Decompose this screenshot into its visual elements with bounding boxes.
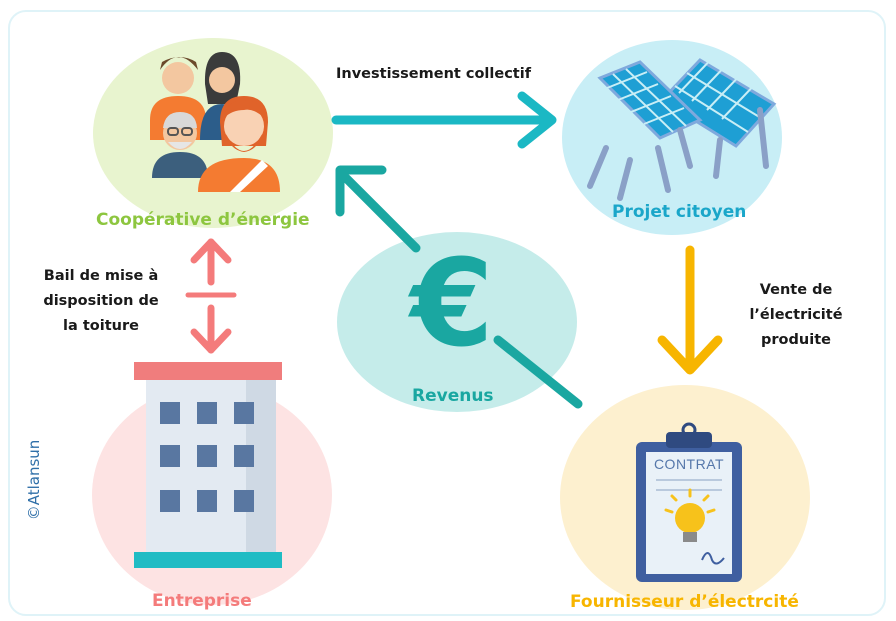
lease-label-line-2: disposition de	[43, 293, 159, 309]
sale-label-line-2: l’électricité	[749, 307, 843, 323]
lease-label-line-3: la toiture	[63, 318, 139, 334]
solar-panels-icon	[587, 52, 777, 201]
company-label: Entreprise	[152, 591, 252, 611]
lease-label: Bail de mise à disposition de la toiture	[36, 264, 166, 339]
sale-label: Vente de l’électricité produite	[736, 278, 856, 353]
investment-label: Investissement collectif	[336, 66, 532, 82]
sale-label-line-3: produite	[761, 332, 831, 348]
sale-label-line-1: Vente de	[759, 282, 833, 298]
lease-arrow	[185, 238, 237, 354]
supplier-label: Fournisseur d’électrcité	[570, 592, 799, 612]
revenues-blob	[337, 232, 577, 412]
lease-label-line-1: Bail de mise à	[43, 268, 159, 284]
building-icon	[134, 362, 282, 568]
cooperative-label: Coopérative d’énergie	[96, 210, 310, 230]
people-group-icon	[150, 52, 280, 192]
contract-icon	[636, 422, 742, 582]
project-label: Projet citoyen	[612, 202, 747, 222]
credit-text: ©Atlansun	[25, 439, 43, 521]
revenues-label: Revenus	[412, 386, 494, 406]
investment-arrow	[331, 91, 557, 149]
contract-title: CONTRAT	[653, 456, 725, 472]
revenue-arrow	[335, 165, 583, 409]
euro-icon: €	[407, 235, 494, 374]
sale-arrow	[657, 245, 723, 375]
